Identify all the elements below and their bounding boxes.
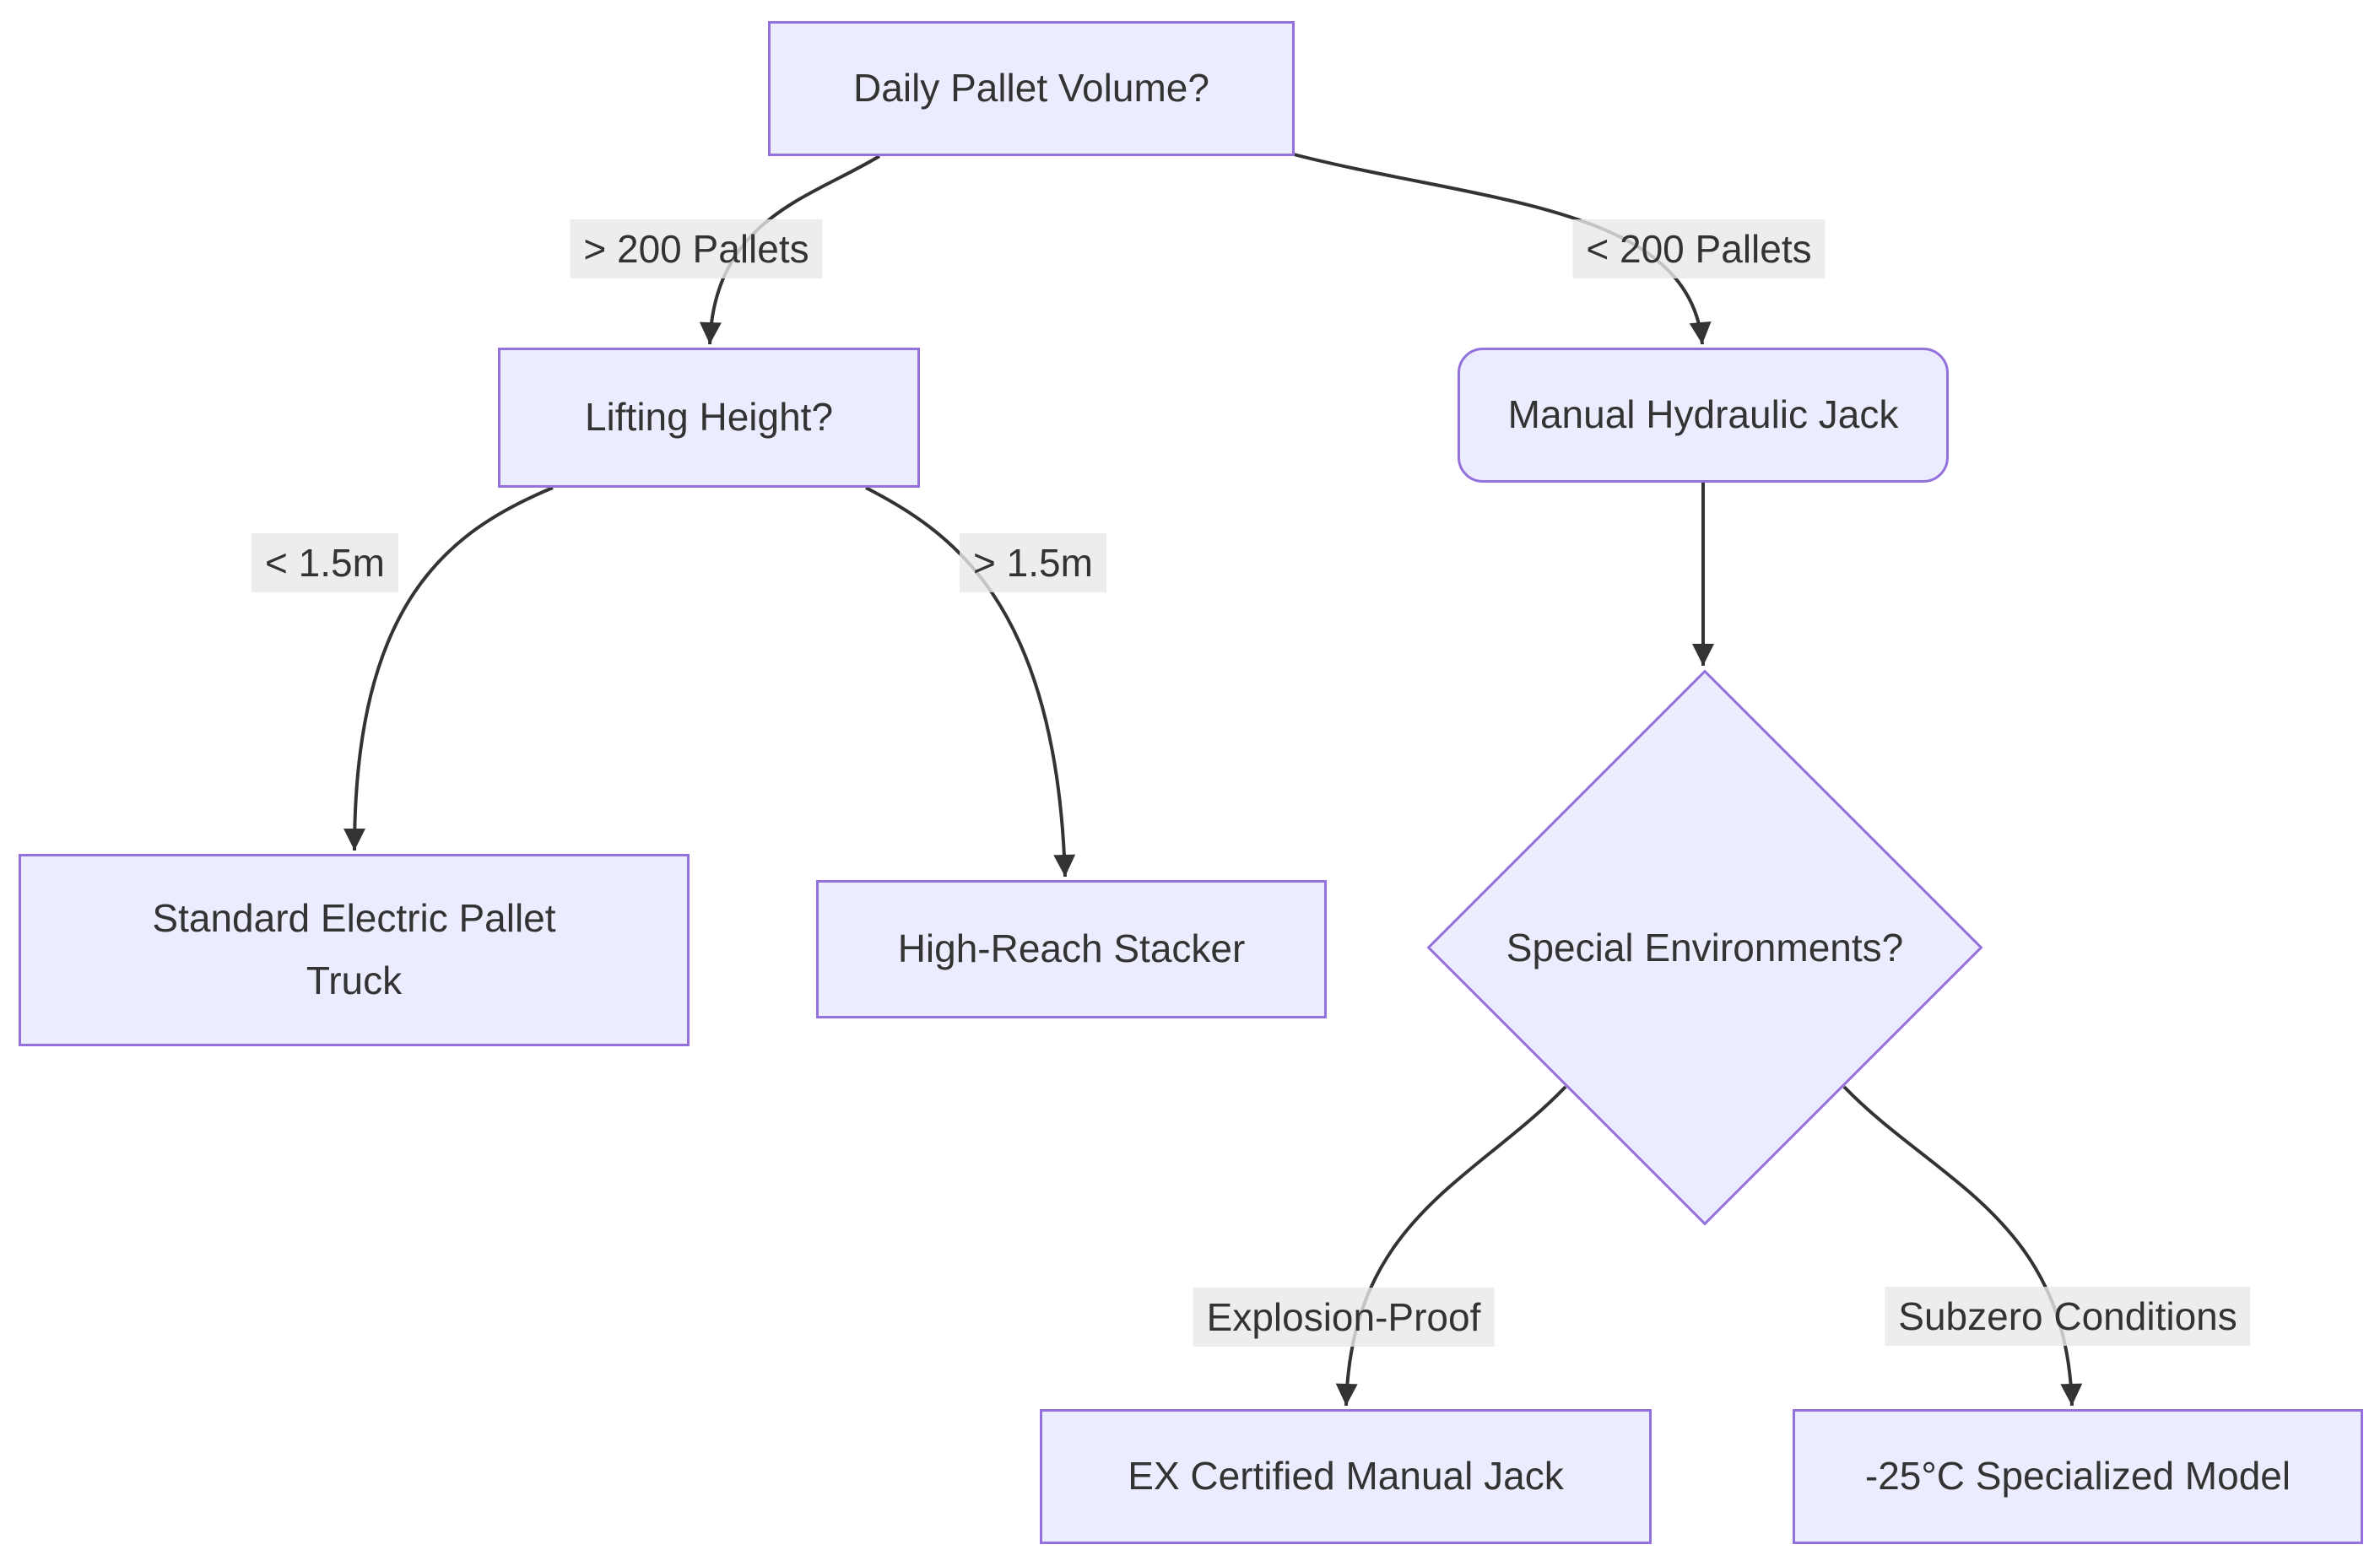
node-subzero-specialized-model: -25°C Specialized Model — [1793, 1409, 2363, 1544]
edge-label-explosion-proof: Explosion-Proof — [1193, 1288, 1495, 1347]
edge-label-gt-200-pallets: > 200 Pallets — [570, 219, 823, 278]
edge-label-lt-200-pallets: < 200 Pallets — [1572, 219, 1826, 278]
node-high-reach-stacker-label: High-Reach Stacker — [897, 926, 1246, 971]
node-daily-pallet-volume-label: Daily Pallet Volume? — [853, 66, 1209, 111]
node-high-reach-stacker: High-Reach Stacker — [816, 880, 1327, 1018]
node-standard-electric-pallet-truck-label: Standard Electric Pallet Truck — [152, 896, 556, 1002]
node-subzero-specialized-model-label: -25°C Specialized Model — [1864, 1454, 2291, 1499]
edge-label-lt-1-5m: < 1.5m — [252, 533, 398, 592]
node-lifting-height-label: Lifting Height? — [584, 395, 834, 440]
node-ex-certified-manual-jack-label: EX Certified Manual Jack — [1128, 1454, 1564, 1499]
edge-lifting-to-electric-truck — [343, 486, 554, 851]
edge-environments-to-ex-jack — [1335, 1085, 1567, 1407]
node-ex-certified-manual-jack: EX Certified Manual Jack — [1040, 1409, 1652, 1544]
edge-volume-to-lifting — [699, 154, 881, 345]
node-standard-electric-pallet-truck: Standard Electric Pallet Truck — [19, 854, 690, 1046]
edge-volume-to-jack — [1293, 153, 1712, 345]
edge-label-gt-1-5m: > 1.5m — [960, 533, 1106, 592]
edge-label-subzero-conditions: Subzero Conditions — [1885, 1287, 2251, 1346]
node-lifting-height: Lifting Height? — [498, 348, 920, 488]
node-daily-pallet-volume: Daily Pallet Volume? — [768, 21, 1295, 156]
edge-environments-to-subzero-model — [1842, 1085, 2083, 1407]
node-manual-hydraulic-jack-label: Manual Hydraulic Jack — [1507, 392, 1899, 437]
node-special-environments-label: Special Environments? — [1506, 926, 1904, 969]
edge-lifting-to-stacker — [865, 486, 1076, 878]
node-manual-hydraulic-jack: Manual Hydraulic Jack — [1458, 348, 1949, 483]
